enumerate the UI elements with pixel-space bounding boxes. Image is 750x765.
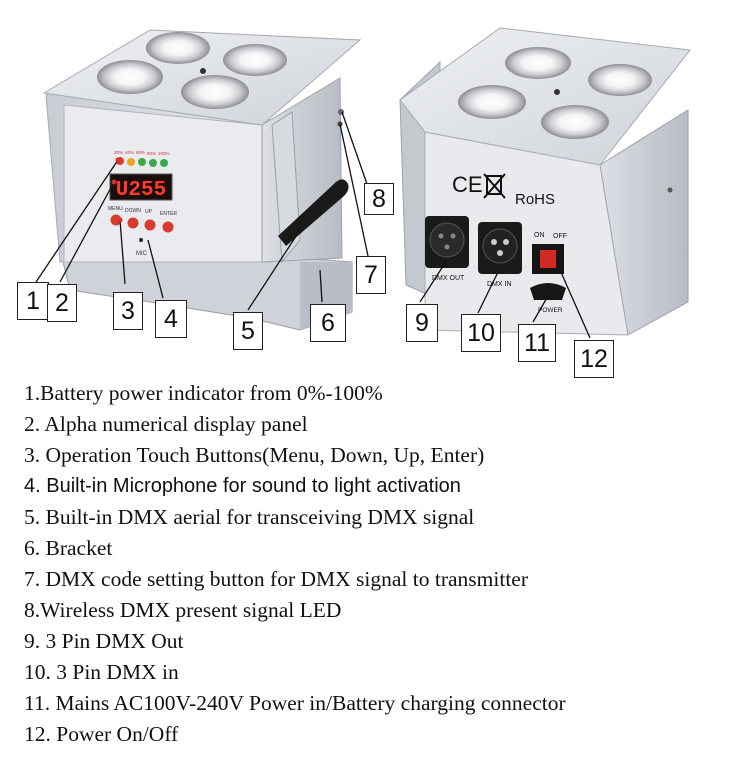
switch-off-label: OFF bbox=[553, 233, 567, 240]
button-label-menu: MENU bbox=[108, 206, 123, 212]
dmx-aerial bbox=[278, 179, 349, 246]
battery-mark-80: 80% bbox=[147, 151, 156, 156]
weee-icon bbox=[483, 173, 506, 199]
microphone-hole bbox=[139, 238, 143, 242]
power-connector bbox=[530, 283, 566, 300]
up-button bbox=[144, 219, 156, 231]
legend-item-7: 7. DMX code setting button for DMX signa… bbox=[24, 567, 528, 591]
legend-item-11: 11. Mains AC100V-240V Power in/Battery c… bbox=[24, 691, 566, 715]
callout-3: 3 bbox=[113, 292, 143, 330]
rohs-mark: RoHS bbox=[515, 191, 555, 208]
display-readout: U255 bbox=[116, 179, 166, 202]
legend-item-2: 2. Alpha numerical display panel bbox=[24, 412, 308, 436]
menu-button bbox=[110, 214, 122, 226]
pointer-dots bbox=[111, 157, 123, 223]
ce-mark: CE bbox=[452, 172, 483, 197]
dmx-out-socket bbox=[429, 222, 465, 258]
callout-8: 8 bbox=[364, 183, 394, 215]
button-label-down: DOWN bbox=[125, 208, 141, 214]
enter-button bbox=[162, 221, 174, 233]
dmx-out-label: DMX OUT bbox=[432, 275, 465, 282]
callout-6: 6 bbox=[310, 304, 346, 342]
callout-5: 5 bbox=[233, 312, 263, 350]
switch-on-label: ON bbox=[534, 232, 545, 239]
legend-item-8: 8.Wireless DMX present signal LED bbox=[24, 598, 342, 622]
legend-item-9: 9. 3 Pin DMX Out bbox=[24, 629, 184, 653]
dmx-in-socket bbox=[482, 228, 518, 264]
led-lens-group-right bbox=[458, 47, 652, 139]
legend-item-1: 1.Battery power indicator from 0%-100% bbox=[24, 381, 383, 405]
feature-legend: 1.Battery power indicator from 0%-100% 2… bbox=[24, 378, 566, 750]
leader-lines bbox=[35, 111, 591, 339]
down-button bbox=[127, 217, 139, 229]
callout-11: 11 bbox=[518, 324, 556, 362]
power-label: POWER bbox=[538, 307, 563, 314]
callout-4: 4 bbox=[155, 300, 187, 338]
display-panel bbox=[109, 173, 173, 201]
legend-item-6: 6. Bracket bbox=[24, 536, 113, 560]
callout-2: 2 bbox=[47, 284, 77, 322]
mic-label: MIC bbox=[136, 251, 148, 257]
callout-1: 1 bbox=[17, 282, 49, 320]
legend-item-12: 12. Power On/Off bbox=[24, 722, 179, 746]
battery-mark-20: 20% bbox=[114, 150, 123, 155]
battery-mark-100: 100% bbox=[158, 151, 170, 156]
button-label-enter: ENTER bbox=[160, 211, 177, 217]
callout-10: 10 bbox=[461, 314, 501, 352]
battery-mark-60: 60% bbox=[136, 150, 145, 155]
right-unit: CE RoHS DMX OUT DMX IN ON OFF POWER bbox=[399, 27, 691, 336]
legend-item-3: 3. Operation Touch Buttons(Menu, Down, U… bbox=[24, 443, 485, 467]
left-unit: 20% 40% 60% 80% 100% U255 MENU DOWN UP E… bbox=[42, 29, 362, 331]
legend-item-4: 4. Built-in Microphone for sound to ligh… bbox=[24, 475, 461, 497]
battery-mark-40: 40% bbox=[125, 150, 134, 155]
legend-item-5: 5. Built-in DMX aerial for transceiving … bbox=[24, 505, 475, 529]
button-label-up: UP bbox=[145, 209, 153, 215]
callout-9: 9 bbox=[406, 304, 438, 342]
led-lens-group bbox=[97, 32, 287, 109]
dmx-in-label: DMX IN bbox=[487, 281, 512, 288]
callout-12: 12 bbox=[574, 340, 614, 378]
callout-7: 7 bbox=[356, 256, 386, 294]
legend-item-10: 10. 3 Pin DMX in bbox=[24, 660, 179, 684]
